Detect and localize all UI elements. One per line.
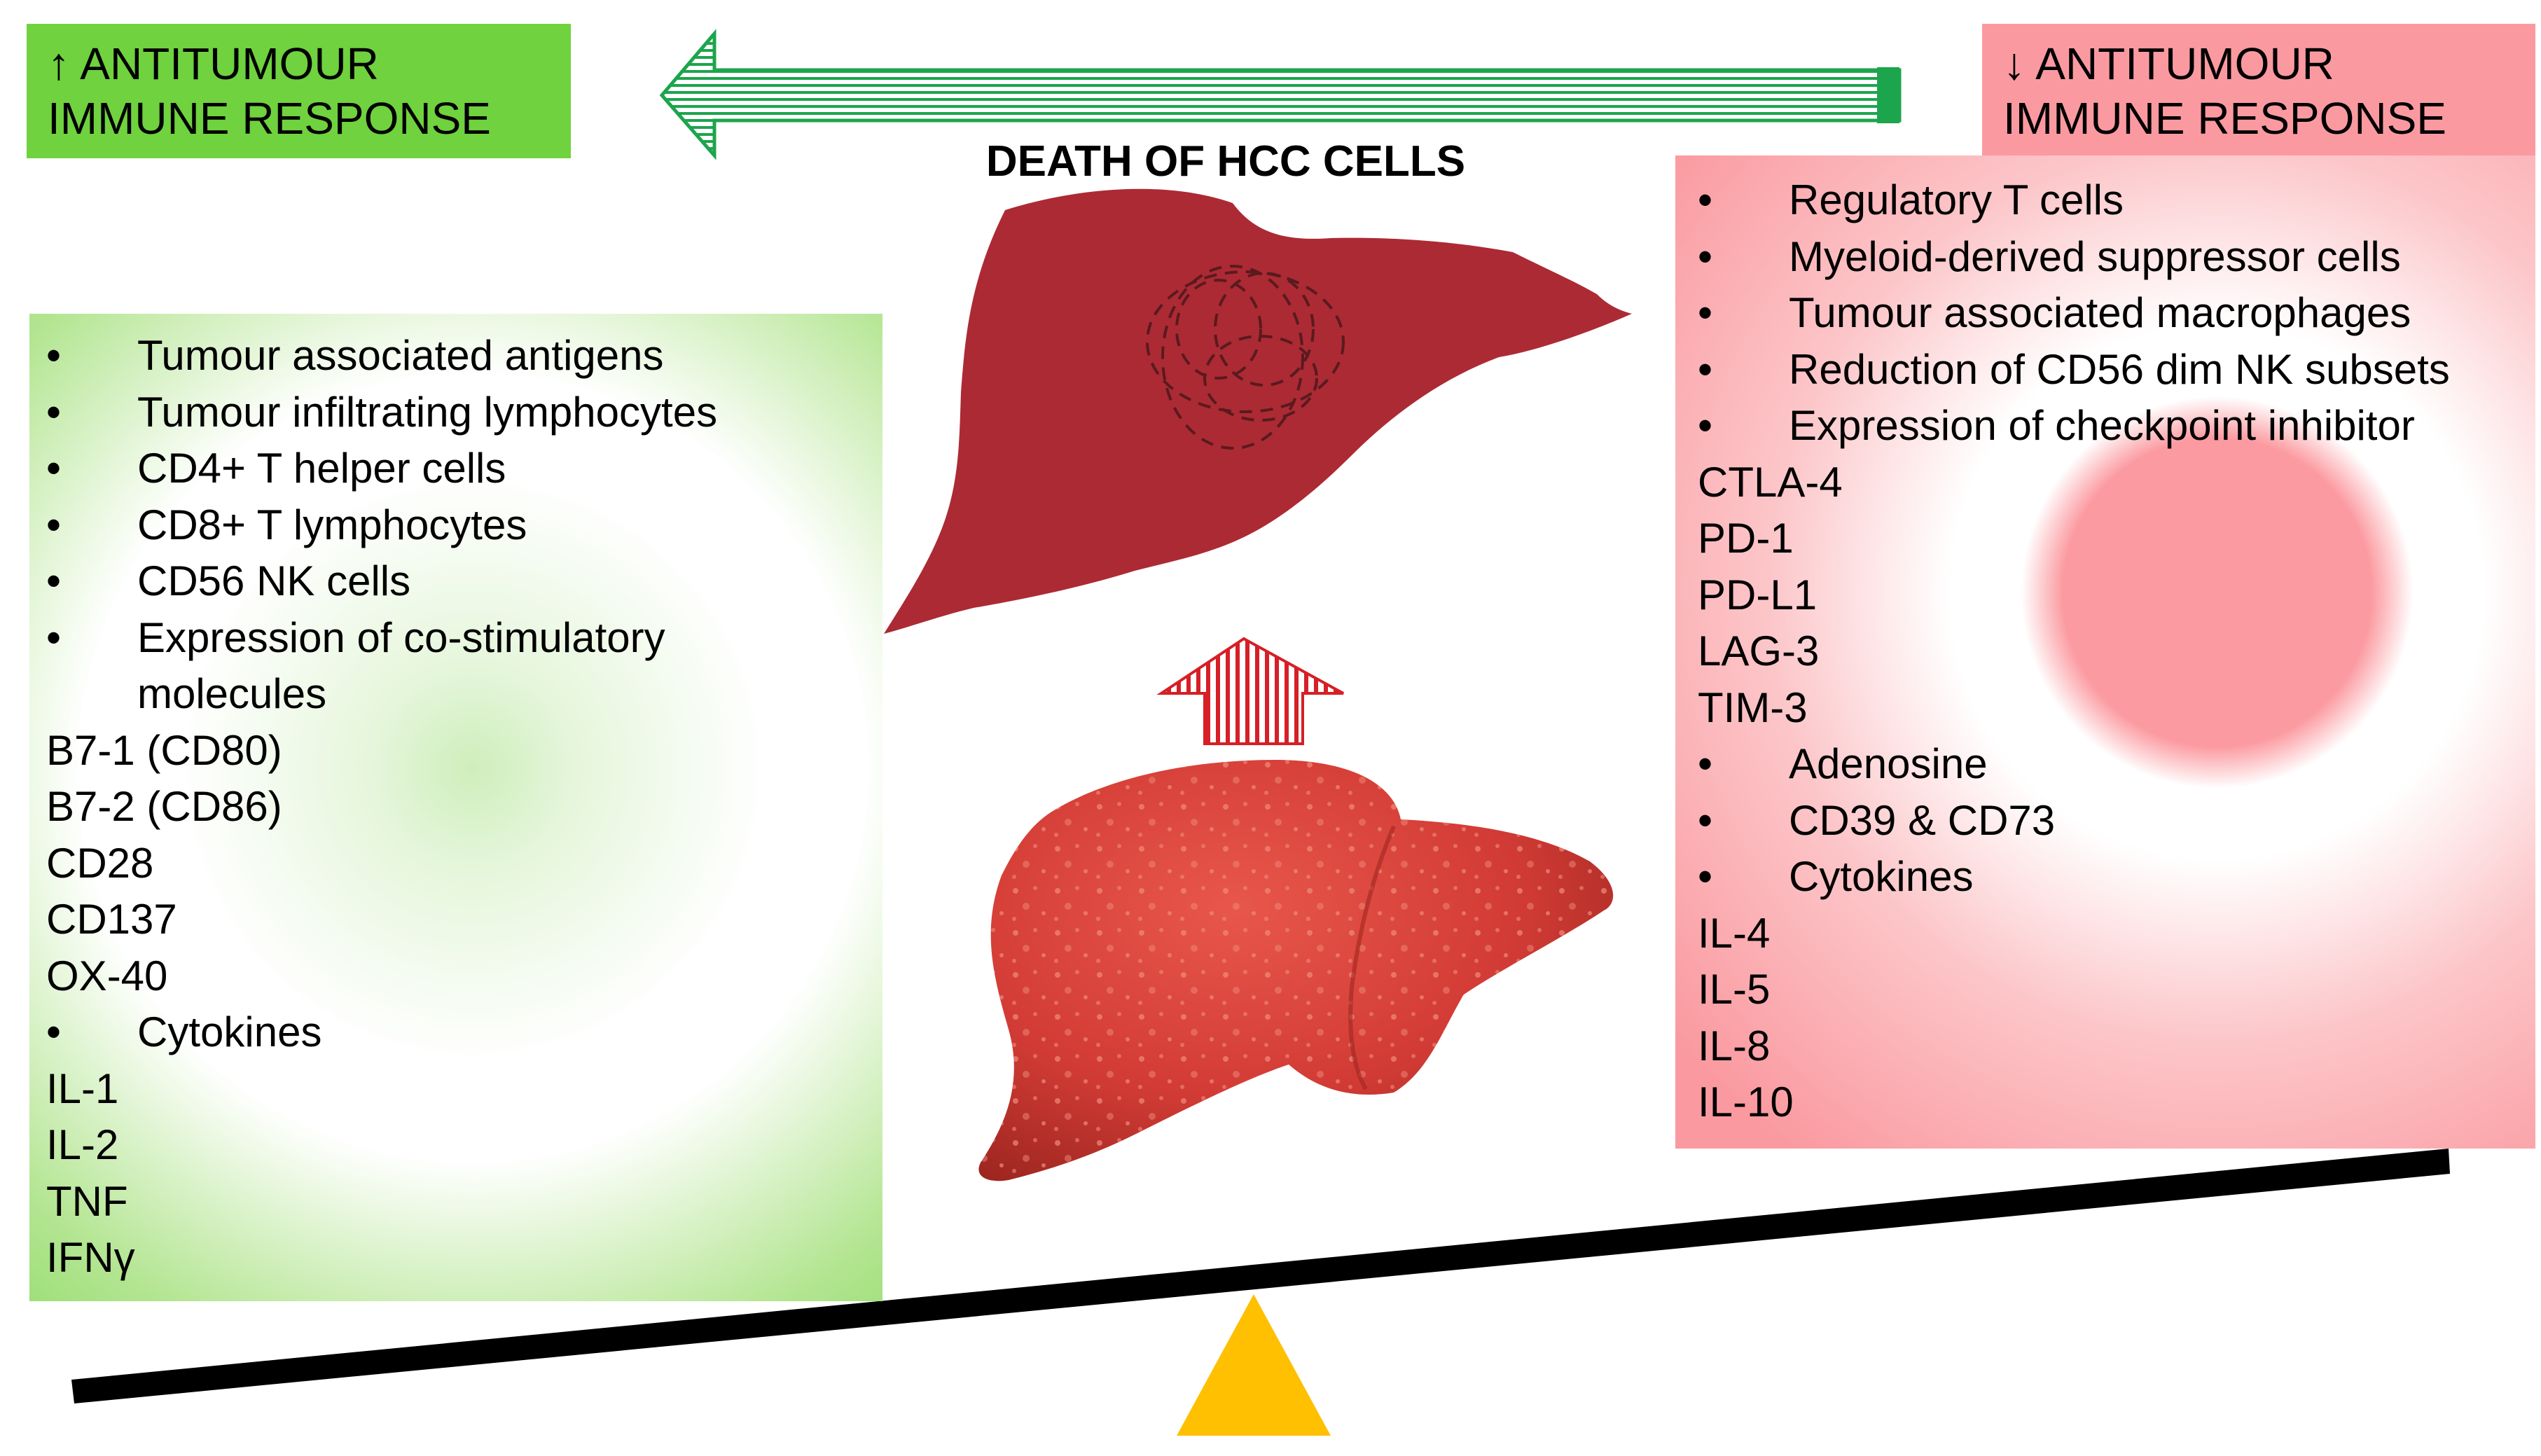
left-item: molecules	[137, 670, 327, 717]
right-item: TIM-3	[1698, 684, 1808, 731]
right-item: PD-L1	[1698, 571, 1818, 618]
left-item: B7-2 (CD86)	[46, 783, 282, 830]
left-item: Tumour associated antigens	[46, 328, 882, 384]
pro-immune-factors-panel: Tumour associated antigens Tumour infilt…	[29, 314, 882, 1301]
right-item: Adenosine	[1698, 736, 2535, 793]
left-item: IL-1	[46, 1065, 119, 1112]
left-item: CD137	[46, 896, 177, 943]
left-item: CD8+ T lymphocytes	[46, 497, 882, 554]
right-item: Tumour associated macrophages	[1698, 285, 2535, 342]
increase-response-title-line1: ↑ ANTITUMOUR	[48, 39, 379, 89]
right-item: IL-4	[1698, 909, 1771, 957]
immunosuppressive-factors-panel: Regulatory T cells Myeloid-derived suppr…	[1675, 155, 2535, 1149]
left-item: TNF	[46, 1177, 128, 1225]
right-item: Cytokines	[1698, 849, 2535, 906]
right-item: IL-5	[1698, 966, 1771, 1013]
left-arrow	[659, 29, 1902, 160]
left-item: Expression of co-stimulatory	[46, 610, 882, 667]
right-item: IL-10	[1698, 1079, 1794, 1125]
left-item: IL-2	[46, 1121, 119, 1168]
left-item: CD4+ T helper cells	[46, 441, 882, 497]
increase-response-title-line2: IMMUNE RESPONSE	[48, 93, 491, 144]
left-item: CD28	[46, 839, 154, 887]
increase-response-title: ↑ ANTITUMOUR IMMUNE RESPONSE	[27, 24, 571, 158]
right-item: LAG-3	[1698, 628, 1820, 674]
right-item: CD39 & CD73	[1698, 793, 2535, 850]
left-item: B7-1 (CD80)	[46, 726, 282, 774]
up-arrow	[1156, 637, 1344, 745]
right-item: Myeloid-derived suppressor cells	[1698, 229, 2535, 286]
death-of-hcc-cells-label: DEATH OF HCC CELLS	[985, 137, 1466, 186]
left-item: OX-40	[46, 952, 168, 999]
left-item: Tumour infiltrating lymphocytes	[46, 384, 882, 441]
right-item: CTLA-4	[1698, 458, 1843, 506]
right-item: PD-1	[1698, 515, 1794, 562]
right-item: Regulatory T cells	[1698, 172, 2535, 229]
right-item: Expression of checkpoint inhibitor	[1698, 398, 2535, 455]
fulcrum-triangle	[1177, 1294, 1331, 1436]
left-item: Cytokines	[46, 1004, 882, 1061]
balance-beam	[71, 1149, 2450, 1403]
decrease-response-title-line1: ↓ ANTITUMOUR	[2003, 39, 2334, 89]
healthy-liver	[978, 760, 1614, 1181]
left-item: IFNγ	[46, 1234, 135, 1281]
diseased-liver-silhouette	[884, 188, 1632, 635]
decrease-response-title: ↓ ANTITUMOUR IMMUNE RESPONSE	[1982, 24, 2535, 158]
decrease-response-title-line2: IMMUNE RESPONSE	[2003, 93, 2446, 144]
right-item: Reduction of CD56 dim NK subsets	[1698, 342, 2535, 398]
right-item: IL-8	[1698, 1022, 1771, 1069]
left-item: CD56 NK cells	[46, 553, 882, 610]
